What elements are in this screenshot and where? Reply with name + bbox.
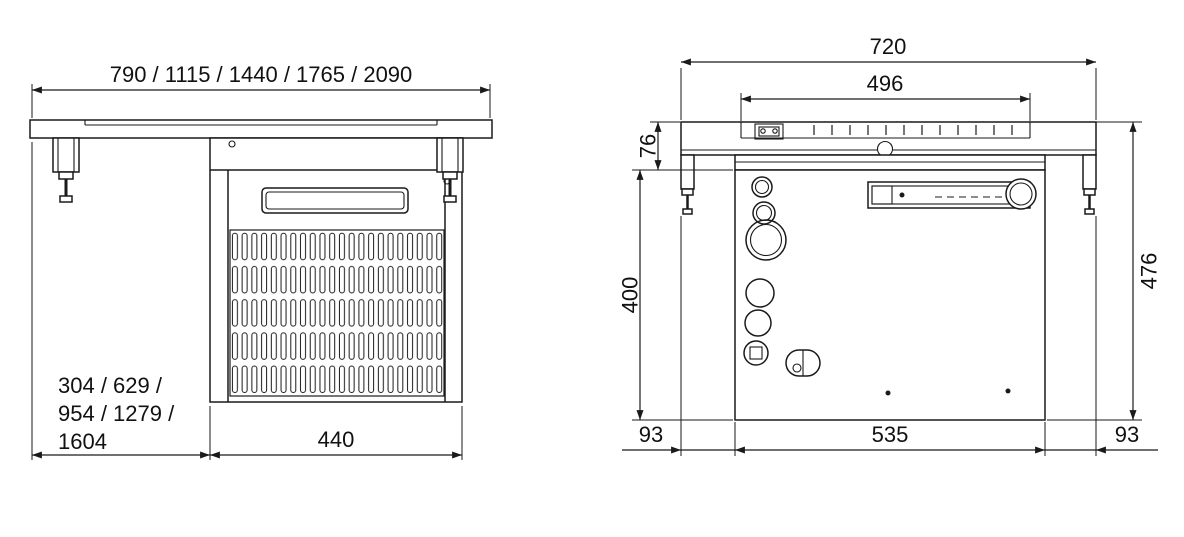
side-countertop <box>680 121 1097 158</box>
bracket-body <box>52 137 80 173</box>
front-view <box>29 119 493 403</box>
bracket-pad <box>443 195 457 203</box>
front-vent-grille <box>229 229 445 397</box>
bracket-foot <box>681 188 694 196</box>
side-cutout-depth-label: 496 <box>867 71 904 96</box>
front-offset-options-line1: 304 / 629 / <box>58 373 163 398</box>
side-top-height-label: 76 <box>636 134 661 158</box>
side-unit-body <box>734 169 1046 421</box>
front-screw-hole-left <box>228 140 236 148</box>
side-compressor-pipes <box>743 176 821 377</box>
front-unit-body <box>209 137 463 403</box>
pipe-circle <box>744 309 772 337</box>
pipe-square-insert <box>749 346 763 360</box>
side-right-bracket <box>1082 154 1097 215</box>
pipe-circle <box>743 340 769 366</box>
pipe-circle-inner <box>754 179 770 195</box>
side-front-overhang-label: 93 <box>639 422 663 447</box>
side-overall-depth-label: 720 <box>870 34 907 59</box>
side-tray-fitting-box <box>754 123 784 140</box>
pipe-circle-large-inner <box>749 223 783 257</box>
front-width-options-label: 790 / 1115 / 1440 / 1765 / 2090 <box>110 62 413 87</box>
body-screw-dot <box>885 390 891 396</box>
front-left-bracket <box>52 137 80 203</box>
front-offset-options-line2: 954 / 1279 / <box>58 401 175 426</box>
bracket-foot <box>58 171 74 180</box>
terminal-gland-circle-inner <box>1009 182 1033 206</box>
side-unit-outline <box>734 169 1046 421</box>
fitting-hole <box>772 128 778 134</box>
bracket-body <box>1082 154 1097 190</box>
side-body-depth-label: 535 <box>872 422 909 447</box>
front-offset-options-line3: 1604 <box>58 429 107 454</box>
bracket-pad <box>59 195 73 203</box>
front-unit-width-label: 440 <box>318 427 355 452</box>
pipe-circle <box>745 278 775 308</box>
fitting-box-inner <box>758 126 780 137</box>
bracket-foot <box>1083 188 1096 196</box>
bracket-body <box>680 154 695 190</box>
side-tray-louvre-ticks <box>812 125 1018 135</box>
side-view <box>680 121 1097 421</box>
bracket-body <box>436 137 464 173</box>
side-terminal-box <box>867 178 1037 210</box>
side-under-height-label: 400 <box>618 277 643 314</box>
dimensions: 790 / 1115 / 1440 / 1765 / 2090 304 / 62… <box>31 34 1162 460</box>
front-right-bracket <box>436 137 464 203</box>
bracket-pad <box>1084 208 1095 215</box>
front-counter-slab <box>29 119 493 139</box>
front-air-outlet <box>261 187 409 214</box>
terminal-box-end-block <box>871 185 893 205</box>
pipe-circle-large <box>745 219 787 261</box>
terminal-box-dot <box>899 192 905 198</box>
front-air-outlet-outer <box>261 187 409 214</box>
bracket-foot <box>442 171 458 180</box>
side-top-frame <box>734 154 1046 171</box>
front-countertop <box>29 119 493 139</box>
pipe-circle <box>752 201 776 225</box>
front-air-outlet-inner <box>265 191 405 210</box>
pipe-stadium-hole <box>792 363 802 373</box>
side-left-bracket <box>680 154 695 215</box>
bracket-pad <box>682 208 693 215</box>
body-screw-dot <box>1005 388 1011 394</box>
side-overall-height-label: 476 <box>1137 253 1162 290</box>
side-rear-overhang-label: 93 <box>1115 422 1139 447</box>
fitting-box-outer <box>754 123 784 140</box>
pipe-circle <box>751 176 773 198</box>
fitting-hole <box>760 128 766 134</box>
